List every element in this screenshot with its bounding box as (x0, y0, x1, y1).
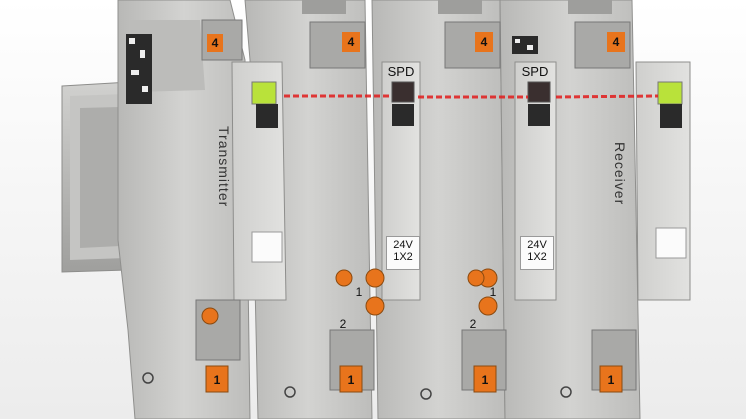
qr-code-left (126, 34, 152, 104)
led-symbol-box (251, 231, 283, 263)
receiver-name: Receiver (612, 142, 628, 206)
ce-marks (142, 372, 572, 400)
transmitter-front (231, 61, 287, 301)
bottom-terminal-number-4: 1 (607, 373, 615, 387)
bottom-terminal-blocks (195, 269, 637, 393)
spd-right-mark-2: 2 (469, 317, 477, 331)
spd-right-rating: 24V 1X2 (520, 236, 554, 270)
transmitter-name: Transmitter (216, 126, 232, 208)
spd-left-mark-2: 2 (339, 317, 347, 331)
spd-left-mark-1: 1 (355, 285, 363, 299)
phoenix-logo-spd-right (528, 104, 550, 126)
spd-right-voltage: 24V (527, 239, 547, 251)
phoenix-logo-receiver (660, 104, 682, 128)
top-terminal-blocks (201, 0, 631, 69)
spd-right-mark-1: 1 (489, 285, 497, 299)
phoenix-logo-spd-left (392, 104, 414, 126)
bottom-terminal-number-3: 1 (481, 373, 489, 387)
phoenix-logo-transmitter (256, 104, 278, 128)
qr-code-right (512, 36, 538, 54)
spd-left-config: 1X2 (393, 251, 413, 263)
bottom-terminal-number-2: 1 (347, 373, 355, 387)
top-terminal-number-1: 4 (211, 36, 219, 50)
top-terminal-number-2: 4 (347, 35, 355, 49)
spd-right-label: SPD (521, 64, 549, 79)
bottom-terminal-number-1: 1 (213, 373, 221, 387)
spd-left-voltage: 24V (393, 239, 413, 251)
top-terminal-number-4: 4 (612, 35, 620, 49)
top-terminal-number-3: 4 (480, 35, 488, 49)
spd-right-config: 1X2 (527, 251, 547, 263)
spd-left-rating: 24V 1X2 (386, 236, 420, 270)
receiver-front (635, 61, 691, 301)
laser-beam (284, 94, 659, 99)
phototransistor-symbol-box (655, 227, 687, 259)
spd-left-label: SPD (387, 64, 415, 79)
